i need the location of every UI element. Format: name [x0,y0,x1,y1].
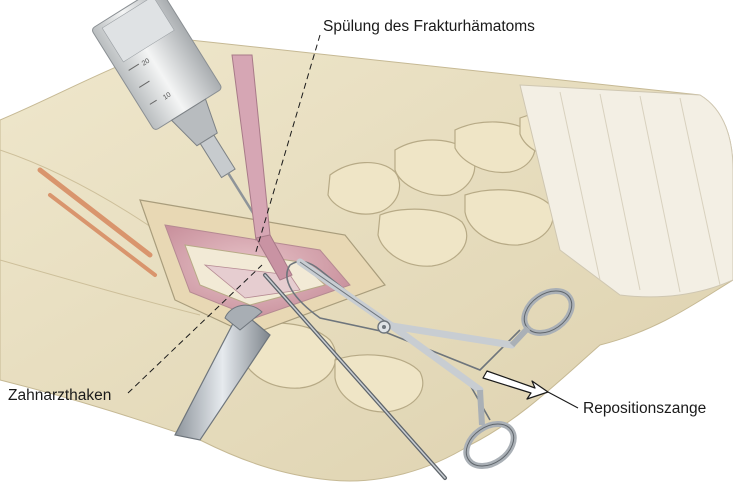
dental-hook [174,304,271,441]
surgical-wound [139,199,386,336]
clamp-direction-arrow [482,370,549,400]
label-leaders [127,34,579,409]
leader-right [547,391,579,409]
syringe: 20 10 [92,0,262,225]
label-fracture-hematoma-irrigation: Spülung des Frakturhämatoms [323,18,535,35]
bandage-wrap [519,84,733,298]
probe-wire [263,273,447,480]
syringe-scale-lower: 10 [162,91,172,101]
reduction-clamp [286,258,575,469]
syringe-scale-upper: 20 [141,57,151,67]
label-dental-hook: Zahnarzthaken [8,387,112,404]
elevator-instrument [231,54,293,281]
label-reduction-clamp: Repositionszange [583,400,707,417]
leader-left [127,264,263,394]
leader-top [254,34,321,256]
